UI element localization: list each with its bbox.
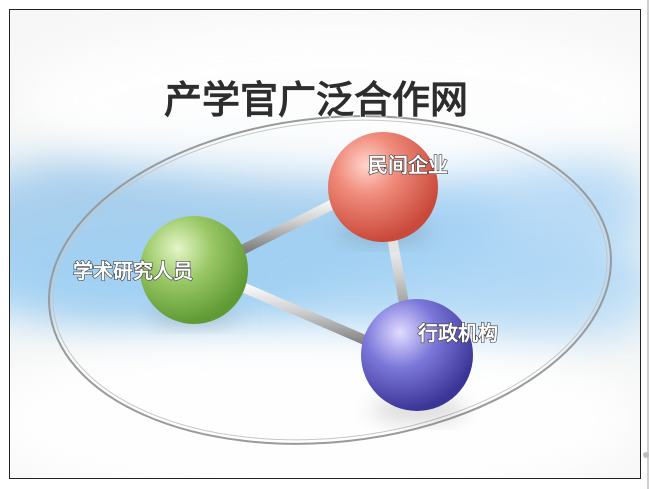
node-researchers: 学术研究人员 [72, 216, 248, 325]
enterprise-sphere [328, 132, 438, 242]
government-label: 行政机构 [417, 321, 498, 345]
edge-researchers-enterprise [237, 192, 352, 255]
right-edge-line [647, 0, 649, 489]
enterprise-label: 民间企业 [368, 153, 448, 177]
diagram-canvas: 民间企业 学术研究人员 行政机构 产学官广泛合作网 [10, 10, 640, 478]
edge-researchers-government [228, 278, 379, 349]
researchers-label: 学术研究人员 [73, 259, 193, 283]
diagram-title: 产学官广泛合作网 [164, 78, 468, 122]
researchers-sphere [140, 216, 248, 324]
network-outline-ellipse [48, 115, 612, 445]
network-outline-ellipse-inner [52, 119, 608, 441]
node-enterprise: 民间企业 [328, 132, 449, 242]
right-edge-mark [643, 452, 649, 458]
government-sphere [361, 299, 473, 411]
diagram-frame: 民间企业 学术研究人员 行政机构 产学官广泛合作网 [9, 9, 641, 479]
node-government: 行政机构 [361, 299, 499, 420]
